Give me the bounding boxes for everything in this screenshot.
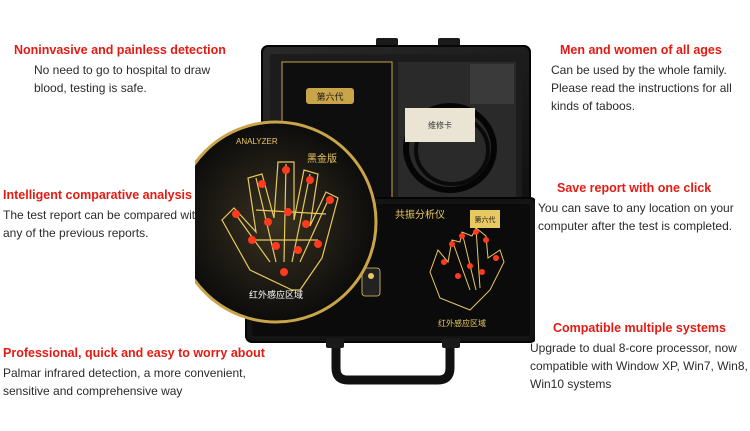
feature-title: Save report with one click (557, 181, 712, 195)
feature-text: The test report can be compared with any… (3, 208, 202, 240)
warranty-card (405, 108, 475, 142)
lid-label: 黑金版 (307, 152, 337, 165)
power-button (361, 267, 381, 297)
feature-text: Can be used by the whole family. Please … (551, 63, 732, 113)
feature-comparative: Intelligent comparative analysis The tes… (3, 187, 213, 242)
zoom-sensor-points (232, 166, 334, 276)
zoom-header: ANALYZER (236, 137, 278, 146)
feature-professional: Professional, quick and easy to worry ab… (3, 345, 265, 400)
feature-title: Intelligent comparative analysis (3, 188, 192, 202)
panel-title: 共振分析仪 (395, 208, 445, 221)
feature-text: Upgrade to dual 8-core processor, now co… (530, 341, 748, 391)
feature-systems: Compatible multiple systems Upgrade to d… (530, 320, 748, 393)
booklet-badge-text: 第六代 (316, 91, 343, 103)
feature-title: Compatible multiple systems (553, 321, 726, 335)
probe-cable (403, 103, 497, 193)
booklet-badge (306, 88, 354, 104)
feature-title: Noninvasive and painless detection (14, 43, 226, 57)
zoom-caption: 红外感应区域 (249, 289, 303, 301)
panel-badge-text: 第六代 (475, 215, 496, 224)
feature-text: Palmar infrared detection, a more conven… (3, 366, 246, 398)
hand-sensor-graphic (429, 227, 505, 311)
feature-text: You can save to any location on your com… (538, 201, 734, 233)
feature-title: Men and women of all ages (560, 43, 722, 57)
feature-noninvasive: Noninvasive and painless detection No ne… (14, 42, 234, 97)
power-indicator (368, 273, 374, 279)
feature-title: Professional, quick and easy to worry ab… (3, 346, 265, 360)
analyzer-case-image: 第六代 维修卡 共振分析仪 第六代 红外感应区域 ANALYZER 黑金版 (195, 38, 535, 385)
warranty-card-text: 维修卡 (428, 120, 452, 130)
handle-mount (326, 338, 344, 348)
panel-badge (470, 210, 500, 228)
feature-users: Men and women of all ages Can be used by… (551, 42, 750, 115)
case-handle (331, 337, 455, 385)
panel-caption: 红外感应区域 (438, 318, 486, 328)
feature-text: No need to go to hospital to draw blood,… (34, 63, 211, 95)
sensor-points (441, 229, 499, 279)
feature-save-report: Save report with one click You can save … (538, 180, 747, 235)
usb-key (470, 64, 514, 104)
zoom-lens (195, 120, 378, 324)
handle-mount (442, 338, 460, 348)
